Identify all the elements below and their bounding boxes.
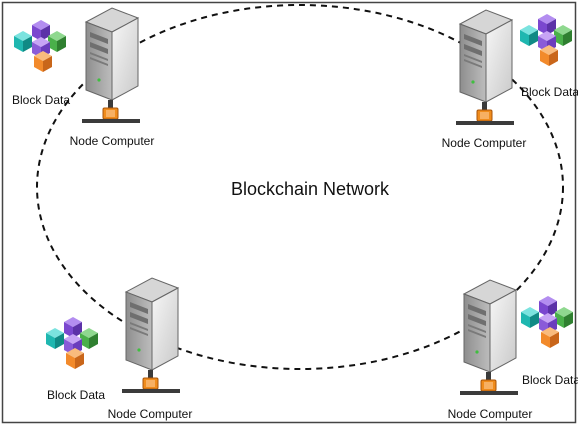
block-data-label: Block Data (47, 388, 105, 402)
node-computer-label: Node Computer (70, 134, 155, 148)
node-bottom-left: Block Data Node Computer (46, 277, 193, 421)
network-ring (36, 4, 564, 370)
block-data-label: Block Data (521, 85, 578, 99)
node-computer-label: Node Computer (448, 407, 533, 421)
network-title: Blockchain Network (231, 179, 390, 199)
node-top-right: Block Data Node Computer (442, 9, 578, 150)
node-bottom-right: Block Data Node Computer (448, 279, 578, 421)
node-top-left: Block Data Node Computer (12, 7, 155, 148)
node-computer-label: Node Computer (108, 407, 193, 421)
node-computer-label: Node Computer (442, 136, 527, 150)
block-data-label: Block Data (522, 373, 578, 387)
block-data-label: Block Data (12, 93, 70, 107)
